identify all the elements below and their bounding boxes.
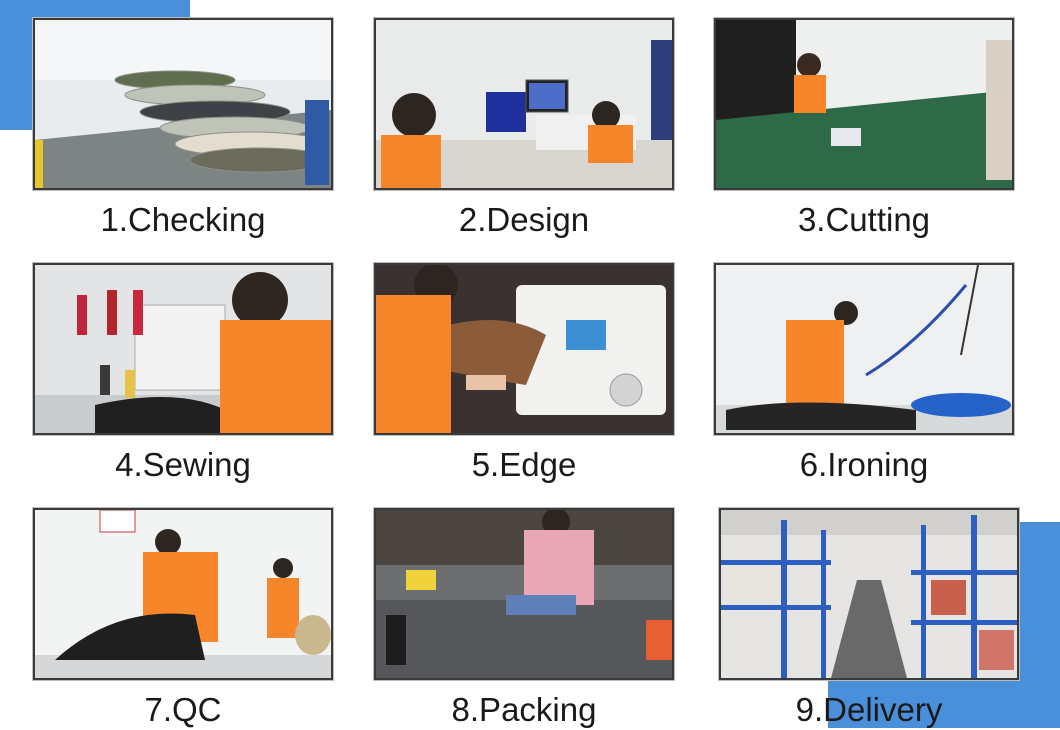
step-card-edge: 5.Edge — [374, 263, 674, 485]
qc-photo — [33, 508, 333, 680]
step-label: 5.Edge — [471, 446, 577, 483]
step-card-delivery: 9.Delivery — [719, 508, 1019, 730]
delivery-photo — [719, 508, 1019, 680]
step-card-qc: 7.QC — [33, 508, 333, 730]
edge-photo — [374, 263, 674, 435]
step-card-checking: 1.Checking — [33, 18, 333, 240]
step-card-ironing: 6.Ironing — [714, 263, 1014, 485]
ironing-photo — [714, 263, 1014, 435]
step-card-packing: 8.Packing — [374, 508, 674, 730]
checking-photo — [33, 18, 333, 190]
step-label: 9.Delivery — [795, 691, 943, 728]
step-label: 2.Design — [458, 201, 590, 238]
cutting-photo — [714, 18, 1014, 190]
step-label: 3.Cutting — [797, 201, 931, 238]
step-card-cutting: 3.Cutting — [714, 18, 1014, 240]
step-card-sewing: 4.Sewing — [33, 263, 333, 485]
sewing-photo — [33, 263, 333, 435]
packing-photo — [374, 508, 674, 680]
step-label: 6.Ironing — [799, 446, 929, 483]
design-photo — [374, 18, 674, 190]
step-label: 4.Sewing — [115, 446, 251, 483]
step-card-design: 2.Design — [374, 18, 674, 240]
step-label: 8.Packing — [451, 691, 597, 728]
step-label: 7.QC — [144, 691, 222, 728]
step-label: 1.Checking — [100, 201, 266, 238]
